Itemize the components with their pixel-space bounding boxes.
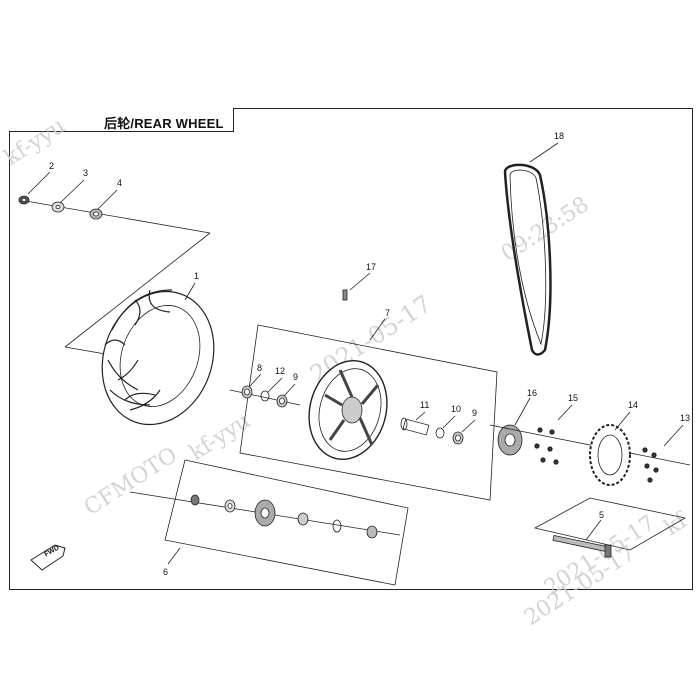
callout-4: 4: [117, 178, 123, 188]
circlip-icon: [332, 519, 342, 533]
nut-icon: [89, 208, 103, 220]
callout-1: 1: [194, 271, 200, 281]
rim-group-box: [239, 324, 498, 501]
sprocket-carrier-icon: [497, 424, 523, 456]
rim-icon: [308, 360, 388, 460]
nut-icon: [18, 195, 30, 205]
bearing-icon: [190, 494, 200, 506]
hub-icon: [254, 499, 276, 527]
fwd-arrow-icon: [30, 544, 66, 571]
callout-14: 14: [628, 400, 639, 410]
tire-icon: [101, 289, 215, 426]
callout-17: 17: [366, 262, 377, 272]
washer-icon: [51, 201, 65, 213]
callout-2: 2: [49, 161, 55, 171]
diagram-title: 后轮/REAR WHEEL: [104, 116, 224, 131]
bearing-leader: [229, 389, 301, 406]
bearing-icon: [241, 385, 253, 399]
callout-13: 13: [680, 413, 691, 423]
callout-9: 9: [293, 372, 299, 382]
circlip-icon: [260, 390, 270, 402]
callout-10: 10: [451, 404, 462, 414]
callout-3: 3: [83, 168, 89, 178]
callout-11: 11: [420, 400, 430, 410]
diagram-frame: [9, 108, 693, 590]
callout-18: 18: [554, 131, 565, 141]
callout-12: 12: [275, 366, 286, 376]
spacer-icon: [400, 417, 430, 436]
callout-16: 16: [527, 388, 538, 398]
washer-icon: [297, 512, 309, 526]
bearing-icon: [452, 431, 464, 445]
bearing-icon: [276, 394, 288, 408]
valve-icon: [342, 289, 348, 301]
axle-leader-line: [19, 199, 211, 234]
callout-6: 6: [163, 567, 169, 577]
callout-15: 15: [568, 393, 579, 403]
nut-icon: [642, 447, 659, 483]
bearing-icon: [366, 525, 378, 539]
title-box: [9, 108, 234, 132]
callout-9: 9: [472, 408, 478, 418]
axle-box: [533, 497, 687, 551]
callout-5: 5: [599, 510, 605, 520]
washer-icon: [224, 499, 236, 513]
sprocket-axis-line: [489, 424, 691, 466]
callout-7: 7: [385, 308, 391, 318]
tire-box-edge: [64, 232, 211, 348]
bolt-icon: [534, 427, 559, 465]
callout-8: 8: [257, 363, 263, 373]
chain-icon: [503, 163, 552, 356]
axle-icon: [552, 534, 612, 558]
hub-group-box: [164, 459, 409, 586]
circlip-icon: [435, 427, 445, 439]
sprocket-icon: [589, 424, 631, 486]
